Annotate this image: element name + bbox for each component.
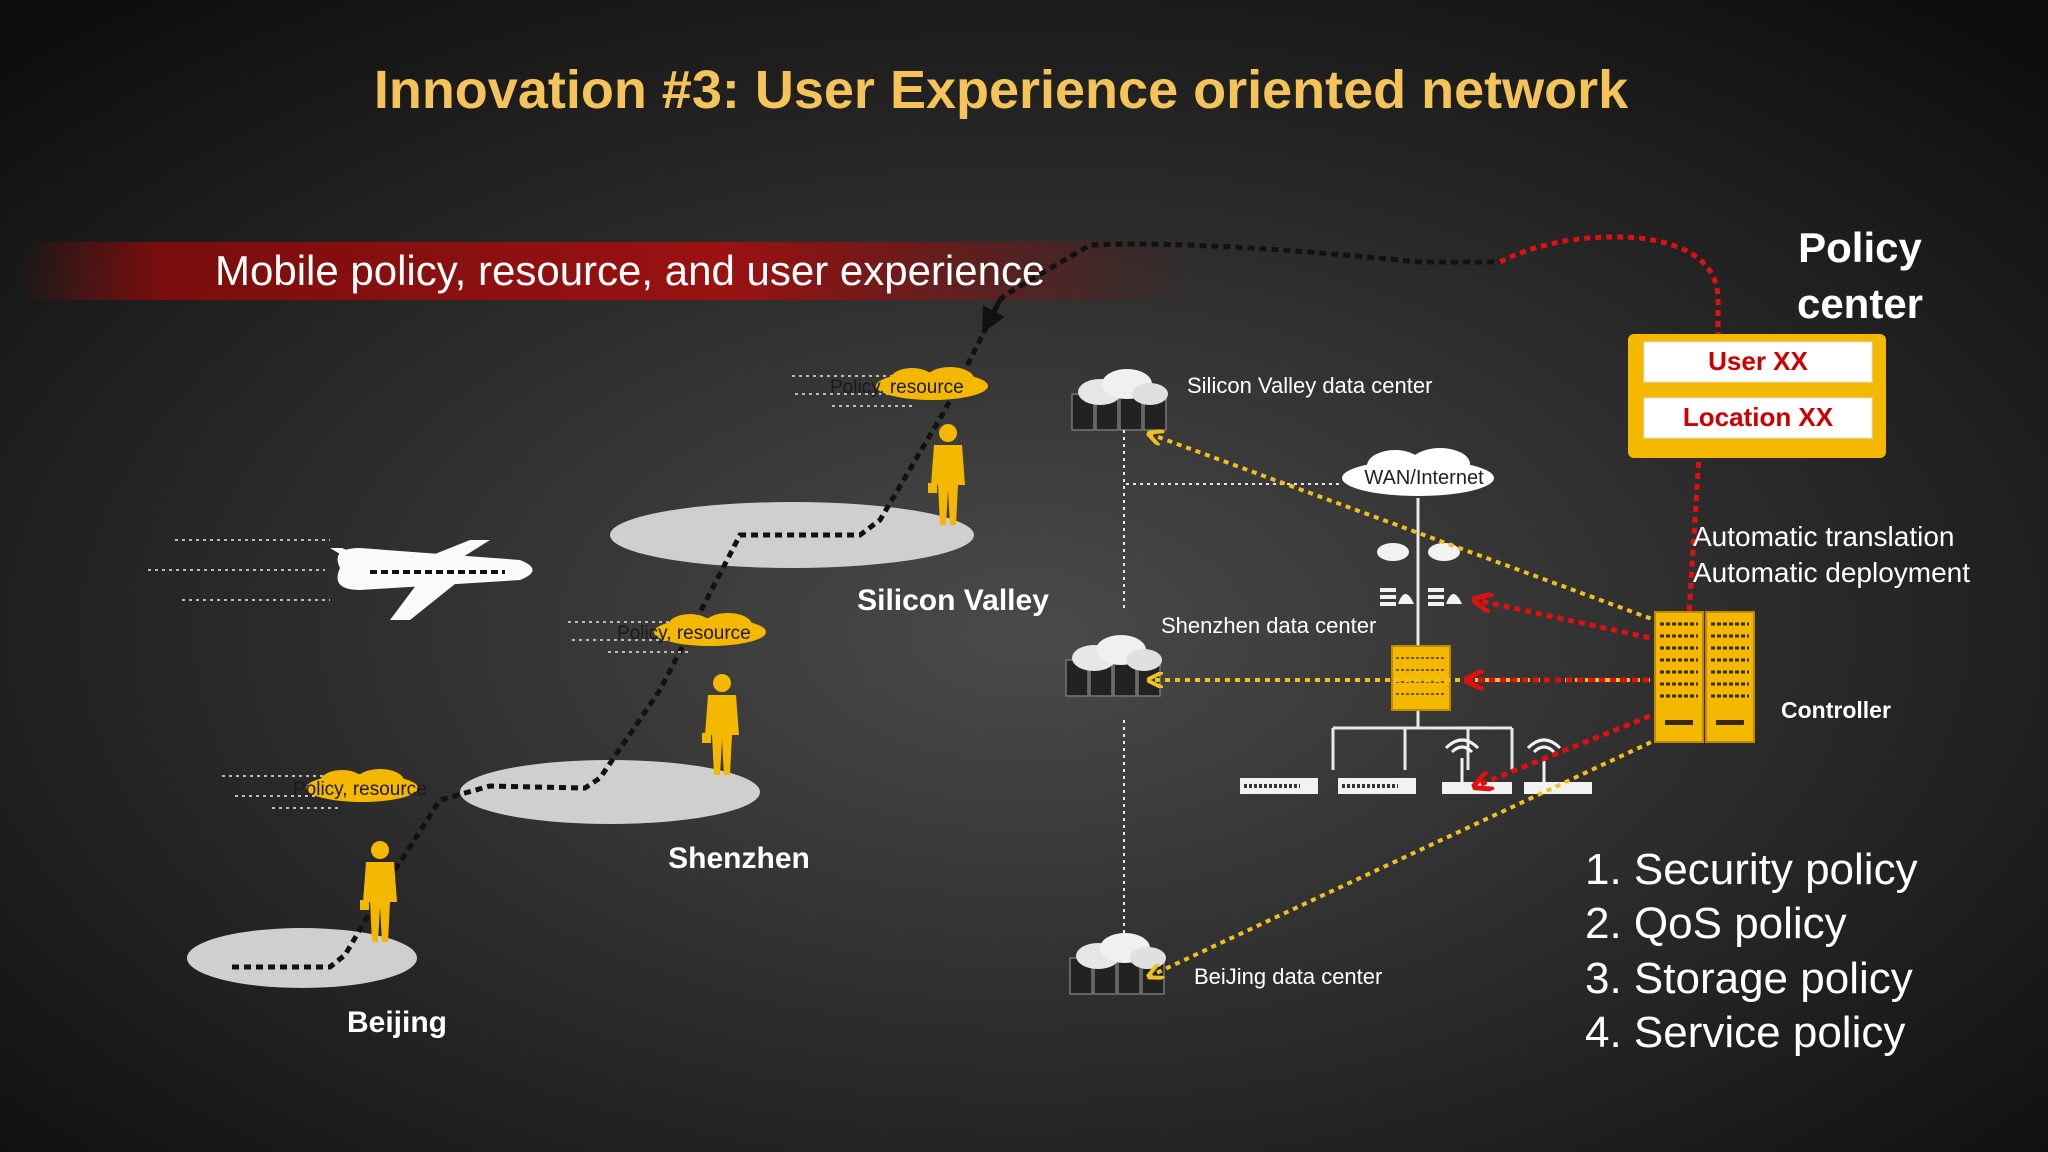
policy-item: 3. Storage policy <box>1585 954 1913 1003</box>
router-icon <box>1377 543 1460 561</box>
city-label-silicon-valley: Silicon Valley <box>857 584 1049 617</box>
city-label-beijing: Beijing <box>347 1006 447 1039</box>
city-label-shenzhen: Shenzhen <box>668 842 810 875</box>
policy-item: 1. Security policy <box>1585 845 1918 894</box>
silicon-valley-datacenter-label: Silicon Valley data center <box>1187 373 1432 398</box>
airplane-icon <box>148 539 533 620</box>
automation-line1: Automatic translation <box>1693 521 1954 552</box>
shenzhen-datacenter-label: Shenzhen data center <box>1161 613 1376 638</box>
automation-line2: Automatic deployment <box>1693 557 1970 588</box>
banner-text: Mobile policy, resource, and user experi… <box>215 247 1045 294</box>
user-tag-box <box>1643 341 1873 383</box>
core-switch-icon <box>1391 645 1451 711</box>
shenzhen-policy-cloud: Policy, resource <box>568 613 766 653</box>
beijing-datacenter-label: BeiJing data center <box>1194 964 1382 989</box>
policy-center-heading-line2: center <box>1797 280 1923 327</box>
policy-list: 1. Security policy 2. QoS policy 3. Stor… <box>1585 845 1918 1057</box>
policy-item: 4. Service policy <box>1585 1008 1905 1057</box>
red-deployment-paths <box>1468 439 1703 786</box>
location-tag-label: Location XX <box>1683 402 1834 432</box>
user-journey-path <box>232 241 1500 970</box>
controller-server-icon <box>1654 611 1755 743</box>
wan-internet-cloud-icon <box>1342 448 1494 496</box>
policy-link-path <box>1498 234 1721 338</box>
yellow-policy-paths <box>1150 434 1661 976</box>
user-tag-label: User XX <box>1708 346 1808 376</box>
policy-center-heading-line1: Policy <box>1798 224 1922 271</box>
slide-title: Innovation #3: User Experience oriented … <box>374 60 1629 120</box>
location-tag-box <box>1643 397 1873 439</box>
access-switch-icon <box>1240 778 1416 794</box>
policy-item: 2. QoS policy <box>1585 899 1847 948</box>
beijing-cloud-label: Policy, resource <box>293 779 427 800</box>
silicon-valley-cloud-label: Policy, resource <box>830 377 964 398</box>
wan-internet-label: WAN/Internet <box>1364 467 1484 489</box>
network-wiring <box>1123 430 1514 935</box>
banner-bar <box>20 242 1200 300</box>
controller-label: Controller <box>1781 697 1891 723</box>
firewall-icon <box>1380 588 1462 606</box>
shenzhen-disc <box>460 760 760 824</box>
beijing-policy-cloud: Policy, resource <box>222 769 427 809</box>
shenzhen-cloud-label: Policy, resource <box>617 623 751 644</box>
silicon-valley-policy-cloud: Policy, resource <box>792 367 988 407</box>
beijing-disc <box>187 928 417 988</box>
